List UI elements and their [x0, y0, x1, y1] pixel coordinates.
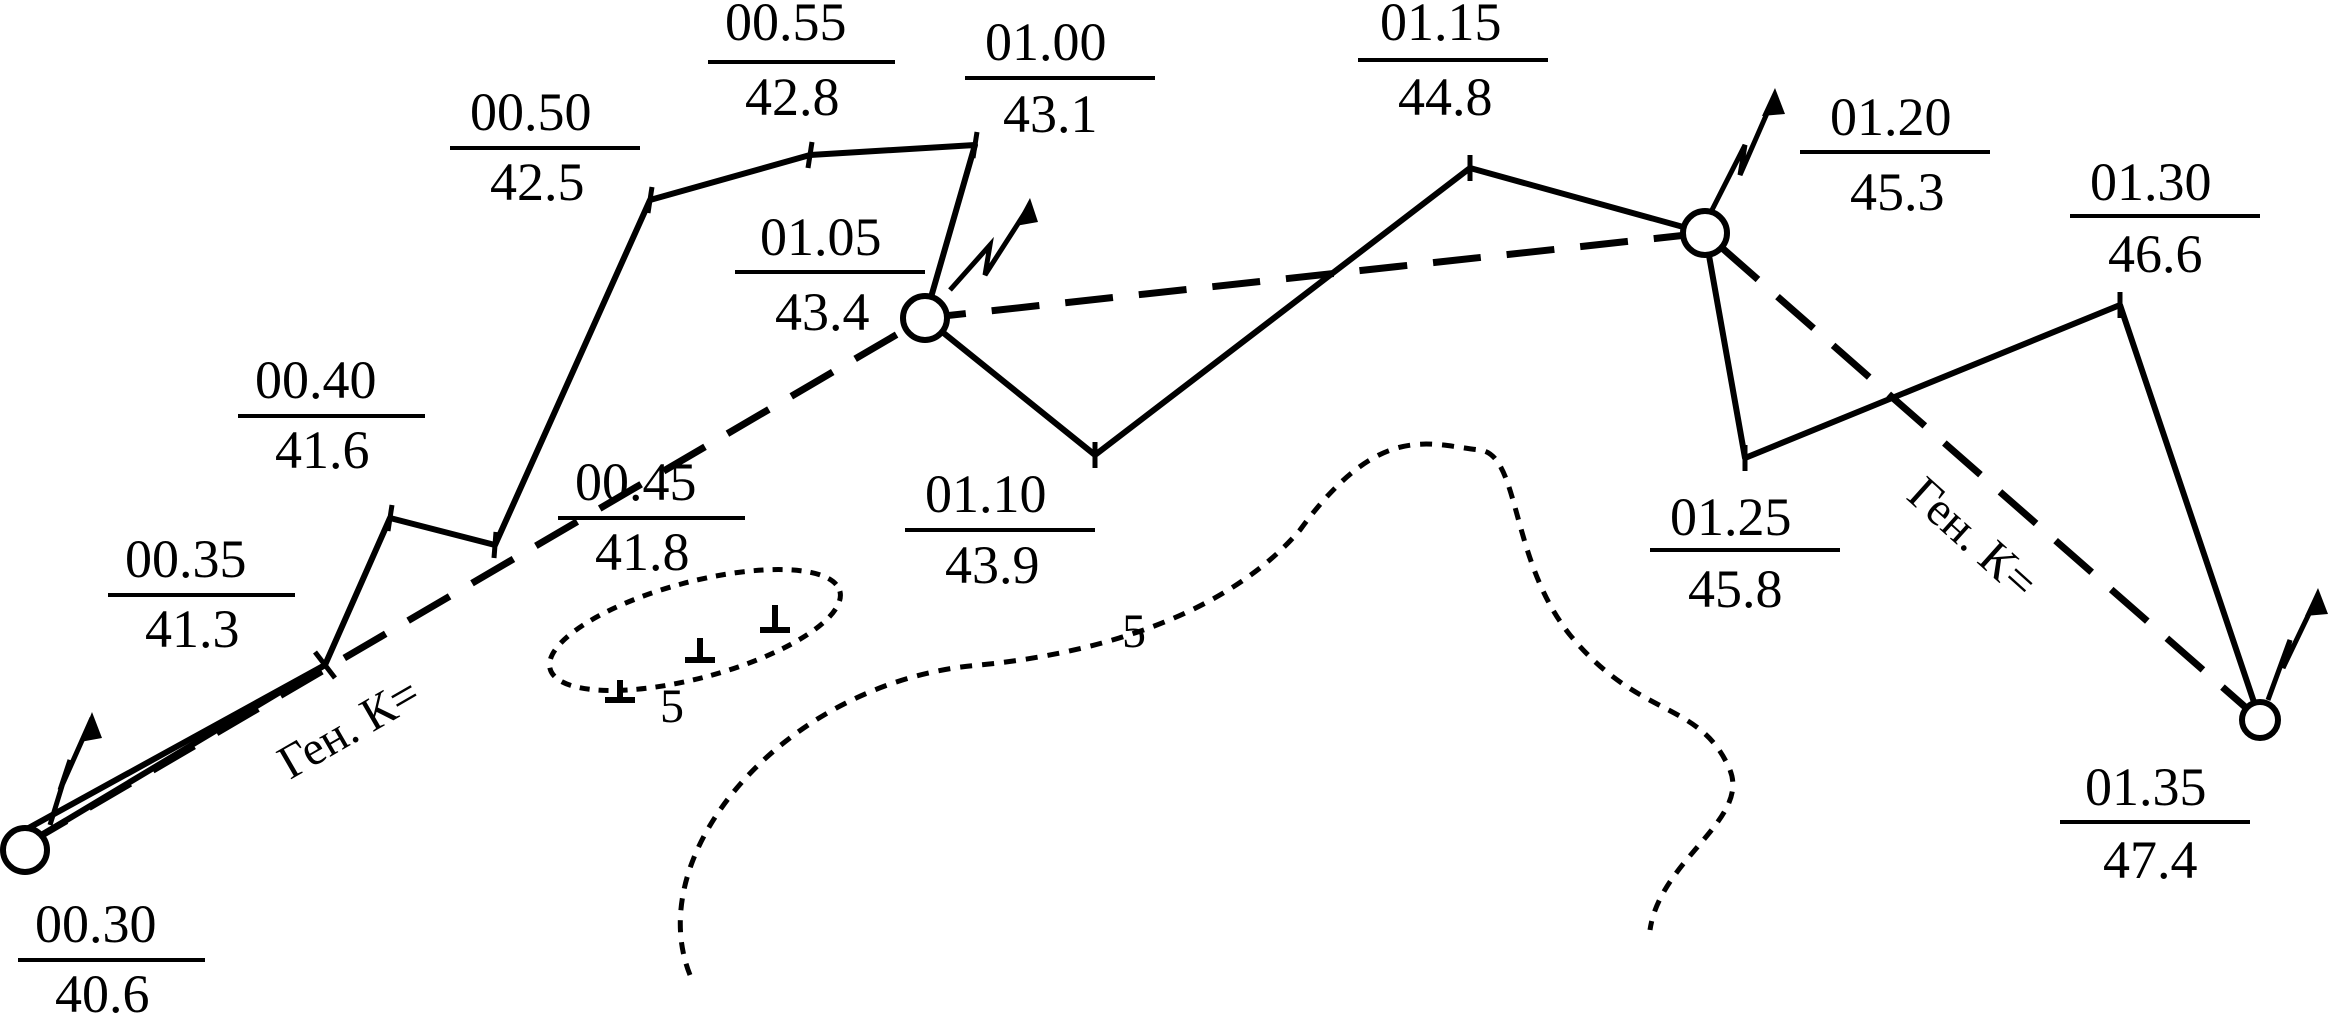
time: 01.05 — [760, 207, 882, 267]
point-labels: 00.30 40.6 00.35 41.3 00.40 41.6 00.45 4… — [18, 0, 2260, 1016]
arrow-head-4 — [2305, 588, 2328, 616]
tick-00-55 — [805, 141, 815, 169]
label-01-15: 01.15 44.8 — [1358, 0, 1548, 127]
fix-circle-01-35 — [2239, 699, 2281, 741]
time: 00.40 — [255, 350, 377, 410]
bottom-anchor-icon-1 — [605, 680, 635, 703]
value: 43.4 — [775, 282, 870, 342]
tick-00-50 — [645, 186, 655, 214]
depth-label-shoal: 5 — [660, 680, 684, 733]
label-00-40: 00.40 41.6 — [238, 350, 425, 480]
arrow-head-2 — [1015, 198, 1038, 226]
tick-00-45 — [491, 531, 499, 559]
bottom-anchor-icon — [605, 605, 790, 703]
time: 01.00 — [985, 12, 1107, 72]
time: 01.25 — [1670, 487, 1792, 547]
label-01-20: 01.20 45.3 — [1800, 87, 1990, 222]
label-01-10: 01.10 43.9 — [905, 464, 1095, 595]
tick-00-40 — [385, 504, 395, 532]
time: 01.15 — [1380, 0, 1502, 52]
zigzag-track — [23, 142, 2263, 848]
value: 44.8 — [1398, 67, 1493, 127]
fix-circle-01-05 — [900, 293, 950, 343]
tick-01-00 — [970, 131, 980, 159]
value: 43.9 — [945, 535, 1040, 595]
tick-00-35 — [313, 650, 337, 680]
label-01-35: 01.35 47.4 — [2060, 757, 2250, 890]
general-course-line — [23, 229, 2263, 849]
value: 41.3 — [145, 599, 240, 659]
label-01-00: 01.00 43.1 — [965, 12, 1155, 144]
label-00-35: 00.35 41.3 — [108, 529, 295, 659]
value: 41.6 — [275, 420, 370, 480]
value: 45.3 — [1850, 162, 1945, 222]
fix-circle-00-30 — [0, 825, 50, 875]
bottom-anchor-icon-3 — [760, 605, 790, 633]
value: 42.8 — [745, 67, 840, 127]
arrow-head-1 — [80, 712, 102, 742]
time: 01.30 — [2090, 152, 2212, 212]
time: 00.45 — [575, 452, 697, 512]
value: 43.1 — [1003, 84, 1098, 144]
time: 00.55 — [725, 0, 847, 52]
time: 01.35 — [2085, 757, 2207, 817]
label-01-05: 01.05 43.4 — [735, 207, 925, 342]
bottom-anchor-icon-2 — [685, 638, 715, 663]
label-00-50: 00.50 42.5 — [450, 82, 640, 212]
label-00-45: 00.45 41.8 — [558, 452, 745, 582]
track-ticks — [313, 131, 2123, 680]
arrow-head-3 — [1762, 88, 1785, 116]
label-00-30: 00.30 40.6 — [18, 894, 205, 1016]
north-arrow-icon-2 — [948, 203, 1033, 292]
value: 46.6 — [2108, 224, 2203, 284]
value: 47.4 — [2103, 830, 2198, 890]
value: 42.5 — [490, 152, 585, 212]
label-01-30: 01.30 46.6 — [2070, 152, 2260, 284]
time: 00.50 — [470, 82, 592, 142]
time: 01.10 — [925, 464, 1047, 524]
shoal-ellipse — [547, 567, 843, 693]
north-arrow-icon-4 — [2265, 593, 2321, 701]
north-arrow-icon — [47, 93, 2321, 826]
value: 41.8 — [595, 522, 690, 582]
label-00-55: 00.55 42.8 — [708, 0, 895, 127]
general-course-label-2: Ген. К= — [1898, 467, 2048, 610]
north-arrow-icon-3 — [1709, 93, 1778, 212]
depth-contour-5 — [677, 441, 1736, 976]
north-arrow-icon-1 — [47, 716, 95, 826]
depth-label-contour: 5 — [1122, 605, 1146, 658]
value: 45.8 — [1688, 559, 1783, 619]
label-01-25: 01.25 45.8 — [1650, 487, 1840, 619]
time: 01.20 — [1830, 87, 1952, 147]
time: 00.35 — [125, 529, 247, 589]
north-arrow-heads — [80, 88, 2328, 742]
time: 00.30 — [35, 894, 157, 954]
fix-circle-01-20 — [1680, 208, 1730, 258]
value: 40.6 — [55, 964, 150, 1016]
